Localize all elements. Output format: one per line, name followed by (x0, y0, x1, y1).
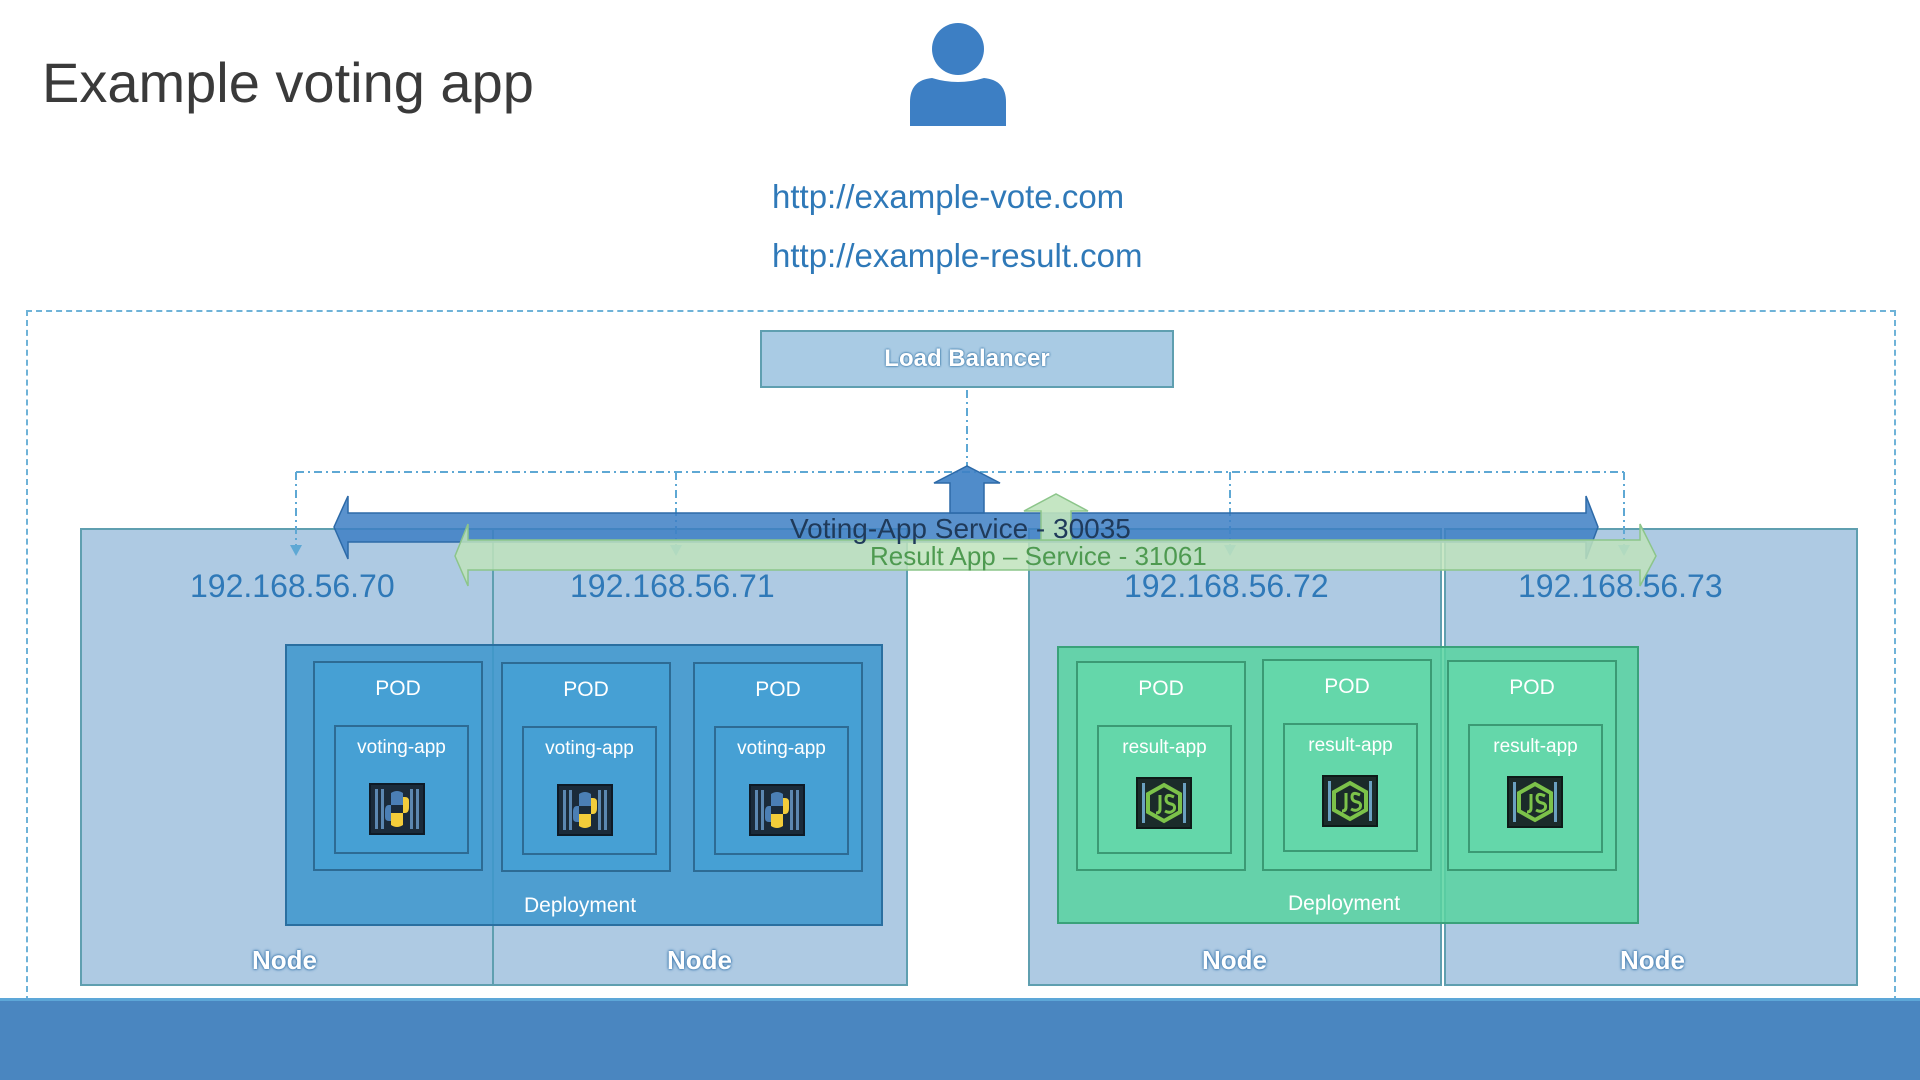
pod-title: POD (1324, 675, 1370, 698)
pod-title: POD (1138, 677, 1184, 700)
container-label: result-app (1308, 735, 1393, 756)
deployment-label: Deployment (524, 894, 637, 917)
container-box: result-app (1283, 723, 1418, 852)
user-icon (904, 20, 1012, 130)
node-label: Node (1202, 945, 1267, 975)
node-label: Node (252, 945, 317, 975)
nodejs-icon (1507, 776, 1563, 828)
container-box: result-app (1097, 725, 1232, 854)
nodejs-icon (1322, 775, 1378, 827)
pod-title: POD (755, 678, 801, 701)
node-ip-address: 192.168.56.72 (1124, 568, 1329, 604)
python-icon (369, 783, 425, 835)
container-label: voting-app (737, 738, 826, 759)
voting-pod: POD voting-app (501, 662, 671, 872)
result-pod: POD result-app (1447, 660, 1617, 871)
result-pod: POD result-app (1076, 661, 1246, 871)
voting-pod: POD voting-app (693, 662, 863, 872)
result-pod: POD result-app (1262, 659, 1432, 871)
page-title: Example voting app (42, 51, 534, 114)
pod-title: POD (1509, 676, 1555, 699)
container-box: result-app (1468, 724, 1603, 853)
container-box: voting-app (522, 726, 657, 855)
voting-pod: POD voting-app (313, 661, 483, 871)
python-icon (749, 784, 805, 836)
container-box: voting-app (334, 725, 469, 854)
nodejs-icon (1136, 777, 1192, 829)
container-label: result-app (1493, 736, 1578, 757)
python-icon (557, 784, 613, 836)
container-label: result-app (1122, 737, 1207, 758)
vote-url-link[interactable]: http://example-vote.com (772, 178, 1125, 215)
load-balancer-box: Load Balancer (760, 330, 1174, 388)
pod-title: POD (563, 678, 609, 701)
node-label: Node (1620, 945, 1685, 975)
node-ip-address: 192.168.56.70 (190, 568, 395, 604)
node-label: Node (667, 945, 732, 975)
node-ip-address: 192.168.56.71 (570, 568, 775, 604)
deployment-label: Deployment (1288, 892, 1401, 915)
node-ip-address: 192.168.56.73 (1518, 568, 1723, 604)
result-url-link[interactable]: http://example-result.com (772, 237, 1143, 274)
container-label: voting-app (357, 737, 446, 758)
footer-band (0, 998, 1920, 1080)
container-label: voting-app (545, 738, 634, 759)
pod-title: POD (375, 677, 421, 700)
container-box: voting-app (714, 726, 849, 855)
